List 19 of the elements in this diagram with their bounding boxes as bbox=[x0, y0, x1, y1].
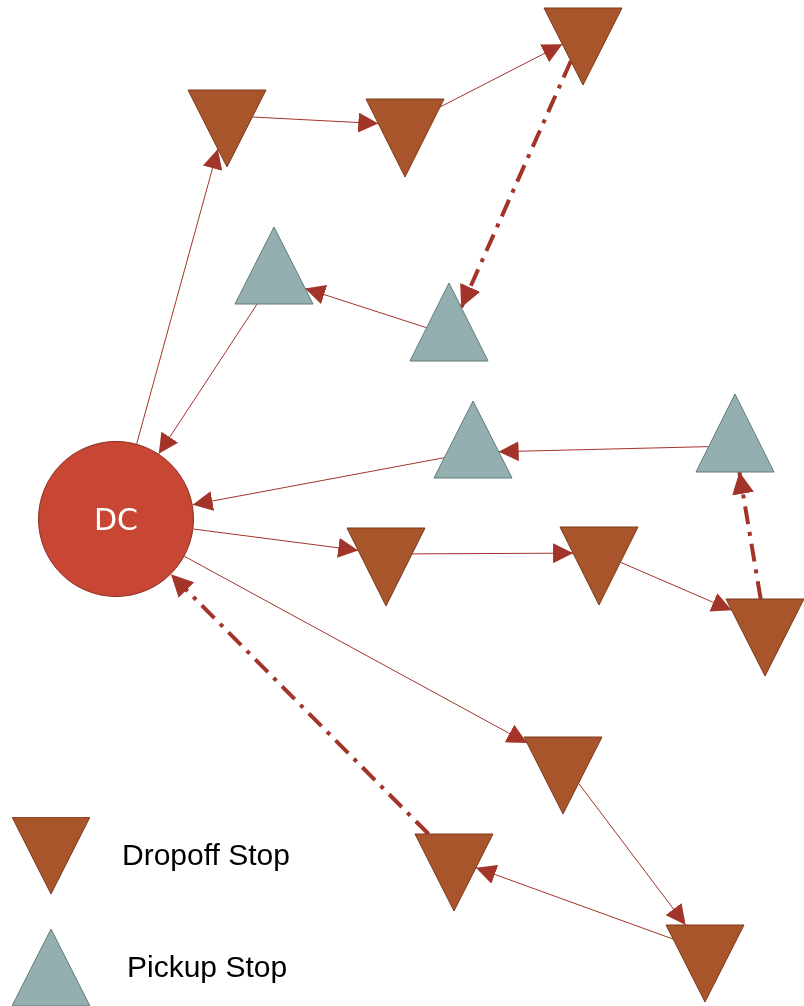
arrow bbox=[578, 782, 687, 926]
arrow bbox=[251, 112, 379, 133]
arrow bbox=[304, 285, 428, 329]
arrow bbox=[169, 572, 430, 836]
arrow bbox=[498, 441, 710, 462]
arrow bbox=[136, 148, 223, 445]
arrow bbox=[475, 865, 674, 940]
arrow bbox=[732, 471, 763, 600]
arrow bbox=[192, 457, 445, 511]
arrow bbox=[619, 561, 733, 612]
arrow bbox=[439, 43, 563, 108]
arrow bbox=[158, 303, 258, 455]
arrow bbox=[183, 555, 528, 744]
legend-label: Dropoff Stop bbox=[122, 838, 290, 872]
arrow bbox=[192, 528, 359, 558]
legend-label: Pickup Stop bbox=[127, 950, 288, 984]
node-label: DC bbox=[92, 501, 140, 537]
arrow bbox=[411, 543, 574, 564]
arrow bbox=[459, 60, 573, 309]
